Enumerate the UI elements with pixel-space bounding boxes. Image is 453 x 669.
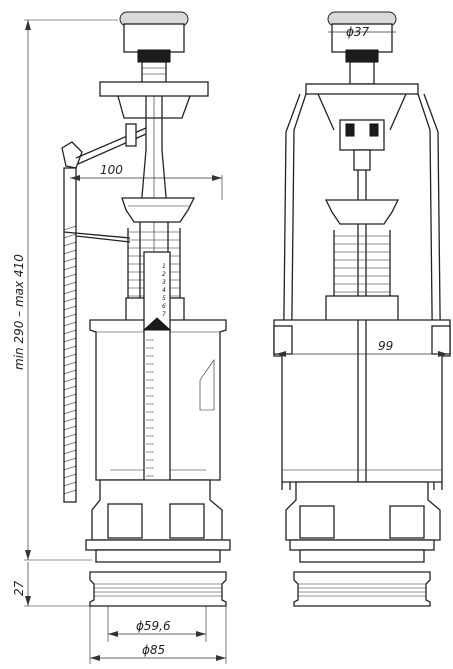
right-tank <box>273 319 451 500</box>
dim-lever: 100 <box>70 163 223 200</box>
scale-mark: 3 <box>162 279 166 286</box>
dim-height-range: min 290 – max 410 <box>12 19 118 561</box>
outer-diameter-label: ϕ85 <box>142 643 165 657</box>
float-width-label: 99 <box>378 339 393 353</box>
right-push-button <box>327 11 397 85</box>
dim-outer-diameter: ϕ85 <box>89 606 227 664</box>
dim-inner-diameter: ϕ59,6 <box>107 606 207 642</box>
left-height-scale: 1 2 3 4 5 6 7 <box>142 251 172 493</box>
left-float-rod <box>61 123 147 503</box>
scale-mark: 1 <box>162 263 166 270</box>
scale-mark: 4 <box>162 287 166 294</box>
left-seal-cup <box>121 197 196 223</box>
button-diameter-label: ϕ37 <box>346 25 370 39</box>
left-base <box>85 479 231 607</box>
left-push-button <box>119 11 189 63</box>
outlet-height-label: 27 <box>12 580 26 596</box>
right-upper-block <box>325 295 399 323</box>
left-view: 1 2 3 4 5 6 7 min 290 – max 410 <box>12 11 231 664</box>
scale-mark: 7 <box>162 311 166 318</box>
scale-mark: 6 <box>162 303 166 310</box>
dim-float-width: 99 <box>276 339 448 357</box>
right-base <box>285 481 441 607</box>
right-seal-cup <box>324 199 400 225</box>
right-clip <box>339 119 385 171</box>
right-top-bar <box>305 83 419 95</box>
left-stem-top <box>99 61 209 119</box>
inner-diameter-label: ϕ59,6 <box>136 619 171 633</box>
dim-button-diameter: ϕ37 <box>328 25 396 39</box>
right-view: ϕ37 99 <box>273 11 451 607</box>
dim-outlet-height: 27 <box>12 562 90 607</box>
height-range-label: min 290 – max 410 <box>12 254 26 370</box>
scale-mark: 5 <box>162 295 166 302</box>
scale-mark: 2 <box>162 271 166 278</box>
lever-length-label: 100 <box>100 163 123 177</box>
